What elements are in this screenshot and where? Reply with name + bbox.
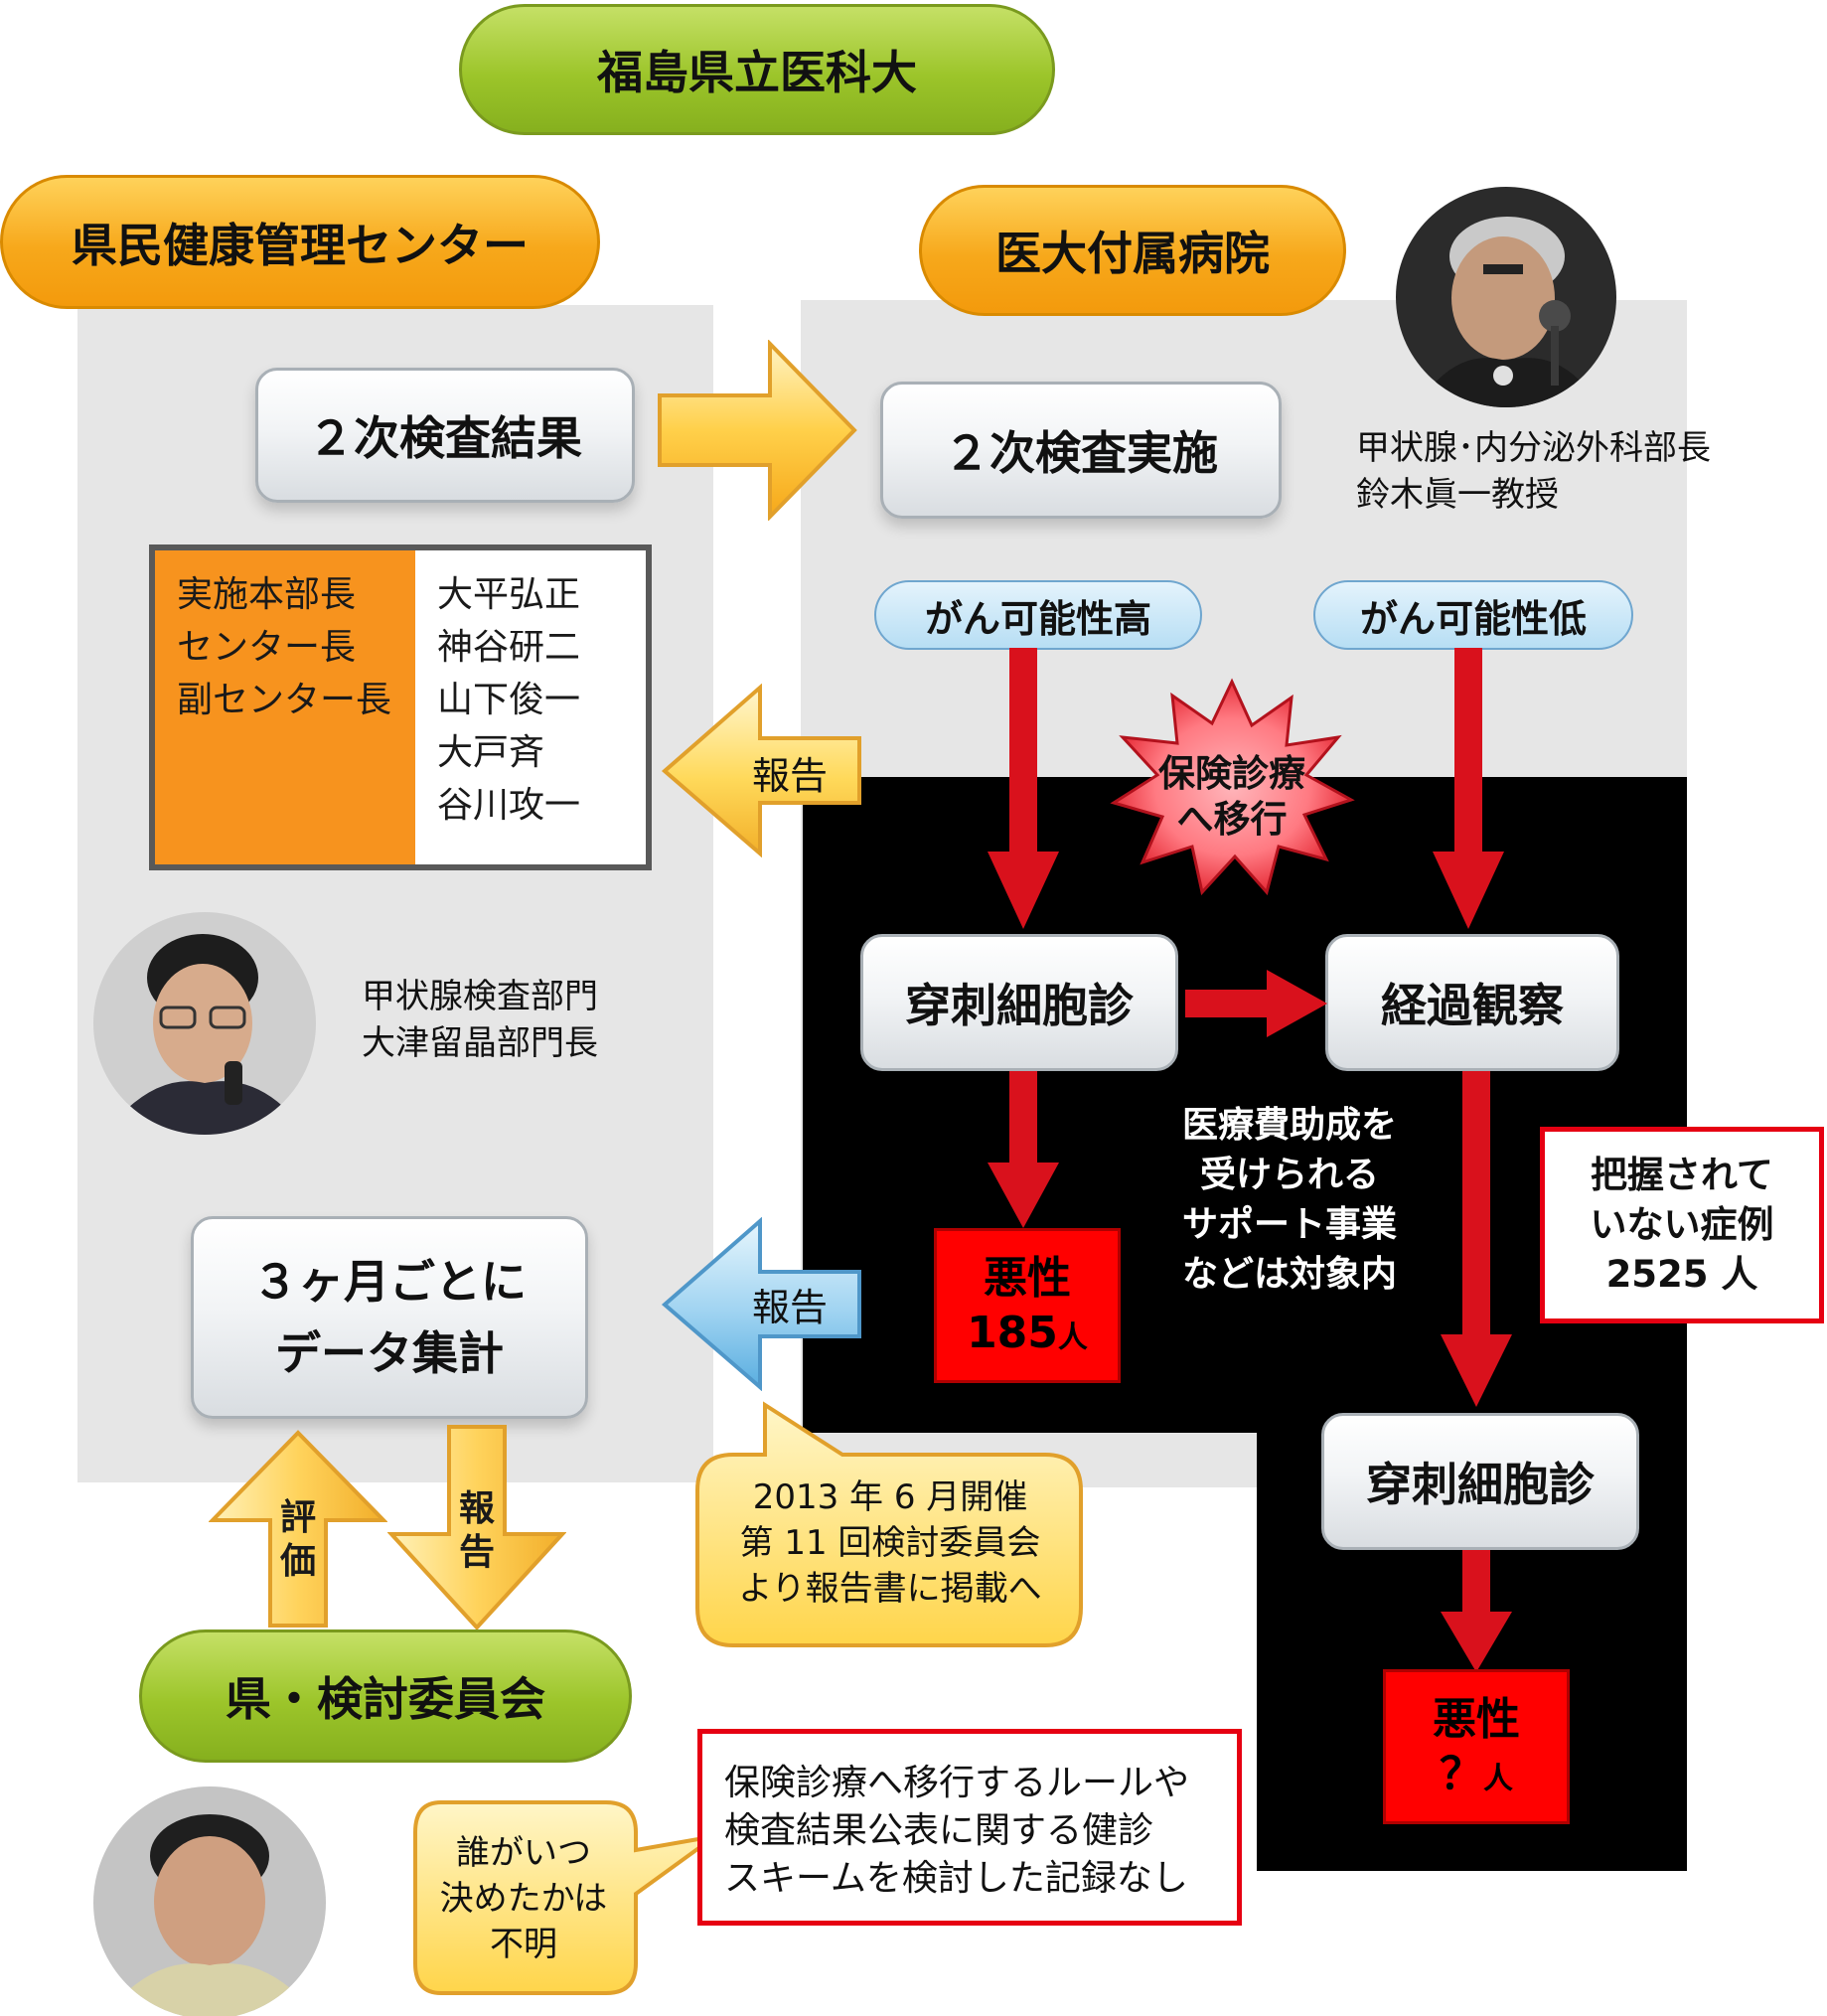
fna-to-malignant-arrow — [988, 1071, 1059, 1228]
hospital-title: 医大付属病院 — [919, 185, 1346, 316]
insurance-transition-text: 保険診療 へ移行 — [1158, 752, 1305, 841]
staff-roles: 実施本部長 センター長 副センター長 — [155, 550, 415, 864]
report-arrow-blue-label: 報告 — [751, 1285, 828, 1329]
staff-name: 大戸斉 — [437, 732, 545, 773]
committee-member-photo — [93, 1786, 326, 2016]
evaluate-label-char: 評 — [279, 1497, 316, 1538]
evaluate-label-char: 価 — [279, 1541, 316, 1582]
fna-cytology-box-2: 穿刺細胞診 — [1321, 1413, 1639, 1550]
data-aggregation-box: ３ヶ月ごとに データ集計 — [191, 1216, 588, 1419]
follow-up-observation-box: 経過観察 — [1325, 934, 1619, 1071]
prefecture-committee-title: 県・検討委員会 — [139, 1629, 632, 1763]
exam-result-box: ２次検査結果 — [255, 368, 635, 503]
malignant-count-box: 悪性 185人 — [934, 1228, 1121, 1383]
dr-otsuru-caption: 甲状腺検査部門 大津留晶部門長 — [362, 977, 598, 1063]
report-arrow-blue — [661, 1217, 861, 1391]
no-record-note: 保険診療へ移行するルールや 検査結果公表に関する健診 スキームを検討した記録なし — [697, 1729, 1242, 1926]
observation-to-fna-arrow — [1441, 1071, 1512, 1407]
staff-list: 実施本部長 センター長 副センター長 大平弘正 神谷研二 山下俊一 大戸斉 谷川… — [149, 544, 652, 870]
staff-role: 副センター長 — [177, 680, 392, 720]
question-speech-bubble — [413, 1800, 717, 1995]
report-bubble-text: 2013 年 6 月開催 第 11 回検討委員会 より報告書に掲載へ — [738, 1477, 1042, 1609]
dr-otsuru-photo — [93, 912, 316, 1135]
fna-cytology-box: 穿刺細胞診 — [860, 934, 1178, 1071]
staff-name: 谷川攻一 — [437, 785, 581, 826]
report-speech-bubble — [695, 1401, 1083, 1647]
evaluate-arrow-label: 評価 — [273, 1495, 323, 1585]
low-cancer-risk-label: がん可能性低 — [1313, 580, 1633, 650]
staff-names: 大平弘正 神谷研二 山下俊一 大戸斉 谷川攻一 — [415, 550, 646, 864]
unknown-cases-box: 把握されて いない症例 2525 人 — [1540, 1127, 1824, 1323]
staff-role: センター長 — [177, 627, 357, 668]
question-bubble-text: 誰がいつ 決めたかは 不明 — [439, 1833, 608, 1964]
report-arrow-yellow-label: 報告 — [751, 753, 828, 798]
health-center-title: 県民健康管理センター — [0, 175, 600, 309]
insurance-transition-burst — [1110, 678, 1355, 896]
support-program-note: 医療費助成を 受けられる サポート事業 などは対象内 — [1181, 1105, 1397, 1295]
high-risk-down-arrow — [988, 648, 1059, 929]
report-label-char: 告 — [458, 1532, 495, 1573]
transfer-arrow — [658, 340, 857, 521]
professor-suzuki-caption: 甲状腺･内分泌外科部長 鈴木眞一教授 — [1356, 428, 1711, 515]
fna-to-observation-arrow — [1185, 970, 1327, 1037]
staff-name: 神谷研二 — [437, 627, 581, 668]
staff-name: 大平弘正 — [437, 574, 581, 615]
fna2-to-malignant-arrow — [1441, 1550, 1512, 1672]
report-label-char: 報 — [458, 1488, 495, 1529]
exam-implementation-box: ２次検査実施 — [880, 382, 1282, 519]
high-cancer-risk-label: がん可能性高 — [874, 580, 1202, 650]
low-risk-down-arrow — [1433, 648, 1504, 929]
report-arrow-yellow — [661, 684, 861, 857]
committee-report-arrow-label: 報告 — [452, 1486, 502, 1576]
professor-suzuki-photo — [1396, 187, 1616, 407]
evaluate-arrow — [209, 1430, 387, 1628]
committee-report-arrow — [387, 1425, 566, 1630]
staff-role: 実施本部長 — [177, 574, 357, 615]
staff-name: 山下俊一 — [437, 680, 581, 720]
university-title: 福島県立医科大 — [459, 4, 1055, 135]
malignant-unknown-box: 悪性 ？人 — [1383, 1669, 1570, 1824]
